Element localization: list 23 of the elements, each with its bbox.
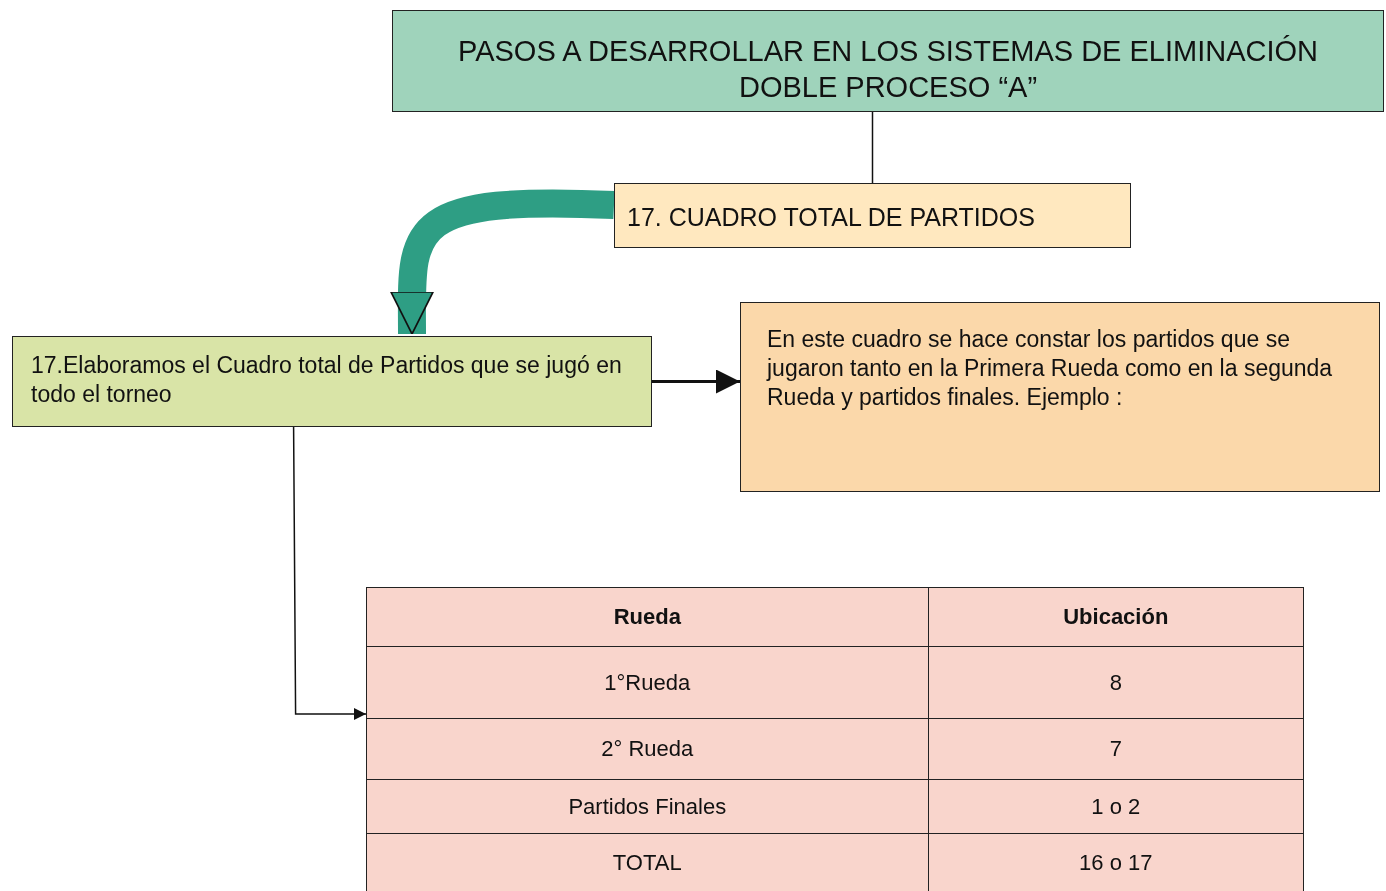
title-box: [392, 10, 1384, 112]
table-cell-text: 1°Rueda: [604, 669, 691, 695]
box-text: 17. CUADRO TOTAL DE PARTIDOS: [627, 202, 1036, 233]
box-text: 17.Elaboramos el Cuadro total de Partidos que se jugó en todo el torneo: [31, 351, 623, 409]
box-text: En este cuadro se hace constar los partidos que se jugaron tanto en la Primera Rueda como en la segunda Rueda y partidos finales. Ejemplo :: [767, 325, 1334, 412]
column-header: Rueda: [613, 604, 681, 629]
note-box: [740, 302, 1380, 492]
column-header: Ubicación: [1063, 604, 1169, 629]
table-cell-text: TOTAL: [612, 849, 682, 875]
table-cell-text: 16 o 17: [1079, 849, 1153, 875]
table-cell-text: Partidos Finales: [568, 793, 727, 819]
heading-text: PASOS A DESARROLLAR EN LOS SISTEMAS DE ELIMINACIÓN DOBLE PROCESO “A”: [456, 34, 1319, 106]
results-table: [366, 587, 1304, 891]
table-cell-text: 1 o 2: [1091, 793, 1141, 819]
step-box: [614, 183, 1131, 248]
curved-block-arrow: [389, 189, 615, 335]
arrow: [652, 369, 740, 394]
table-cell-text: 8: [1109, 669, 1122, 695]
description-box: [12, 336, 652, 427]
connector-line: [871, 111, 874, 184]
table-cell-text: 7: [1109, 736, 1122, 761]
table-cell-text: 2° Rueda: [601, 736, 694, 761]
arrow: [292, 426, 367, 720]
